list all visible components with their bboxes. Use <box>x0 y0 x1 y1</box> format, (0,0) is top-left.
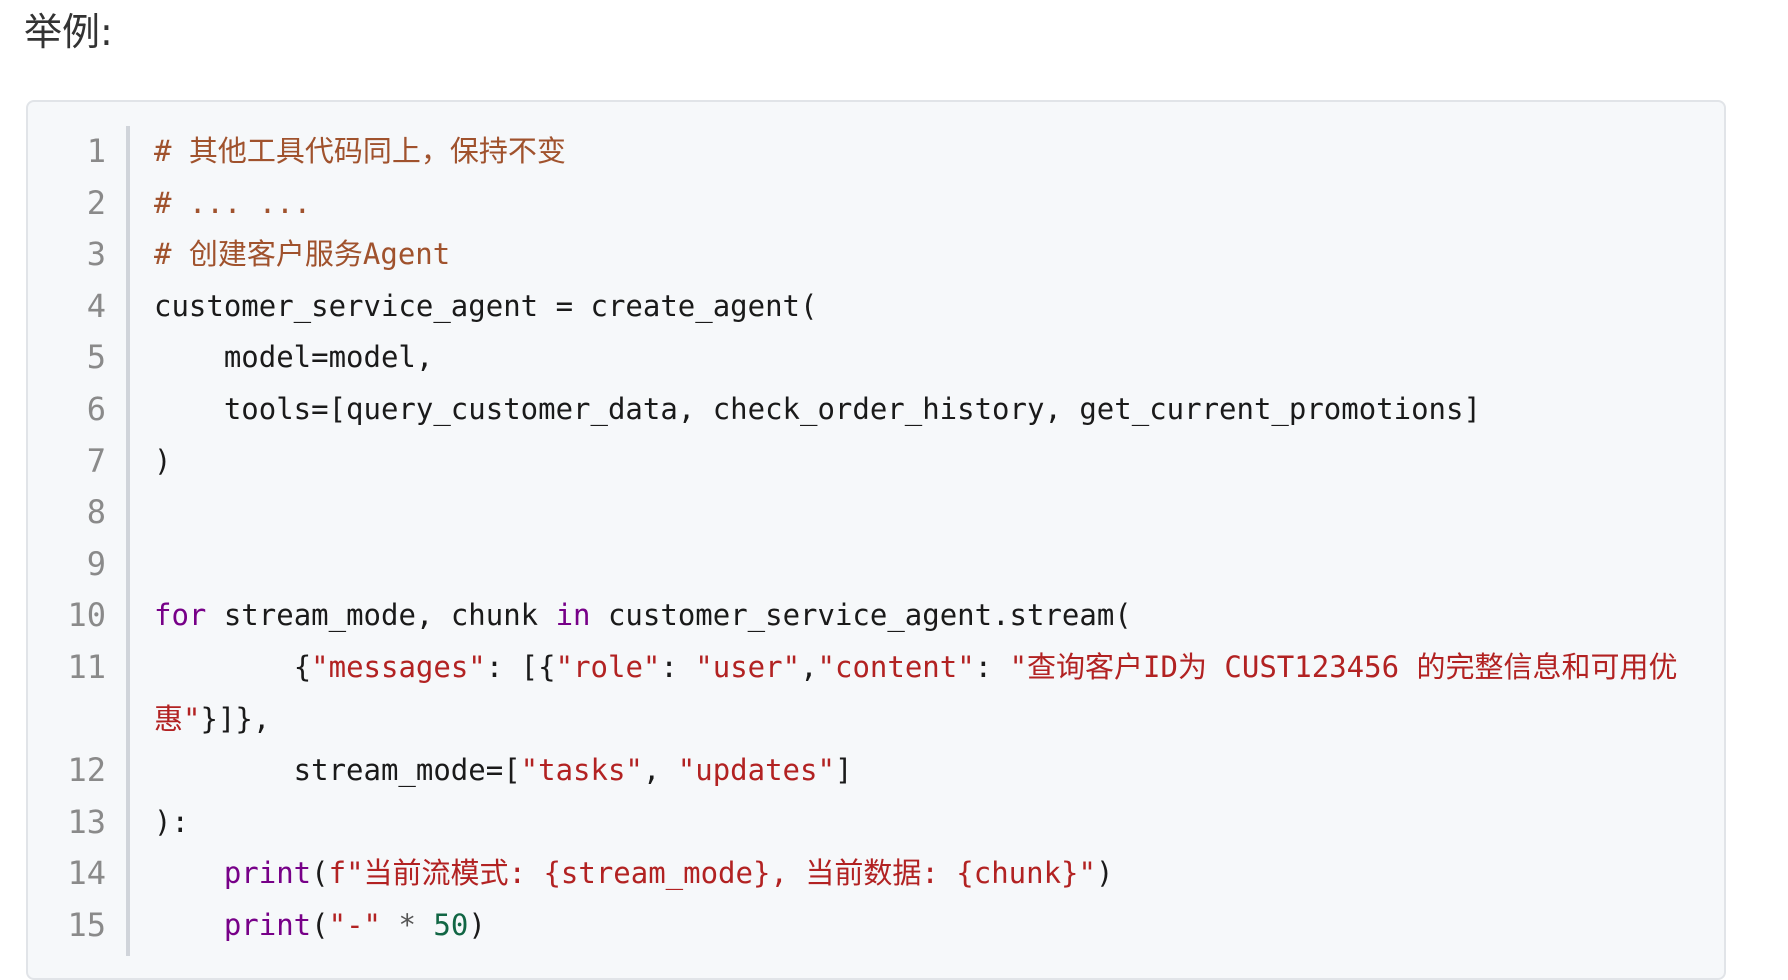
code-line: # ... ... <box>154 178 1714 230</box>
code-string: f"当前流模式: {stream_mode}, 当前数据: {chunk}" <box>328 856 1096 891</box>
line-number: 1 <box>86 132 106 170</box>
code-string: "-" <box>328 907 382 942</box>
code-line-empty <box>154 539 1714 591</box>
code-text: { <box>154 649 312 684</box>
code-line: print("-" * 50) <box>154 900 1714 952</box>
code-text: stream_mode=[ <box>154 753 521 788</box>
code-text: customer_service_agent.stream( <box>590 598 1132 633</box>
code-string: "content" <box>817 649 975 684</box>
code-text: , <box>800 649 818 684</box>
code-text: ( <box>311 856 329 891</box>
code-text: ) <box>1095 856 1114 891</box>
code-text: ( <box>311 907 329 942</box>
line-number: 7 <box>86 441 106 480</box>
code-text <box>154 856 224 890</box>
code-line: stream_mode=["tasks", "updates"] <box>154 745 1714 797</box>
code-string: "查询客户ID为 CUST123456 的完整信息和可用优惠" <box>154 649 1678 736</box>
line-number: 8 <box>86 493 106 532</box>
code-string: "user" <box>695 649 801 684</box>
line-number: 14 <box>67 854 106 893</box>
line-number: 3 <box>86 235 106 274</box>
line-number: 10 <box>67 596 106 635</box>
code-text: : [{ <box>485 649 556 684</box>
keyword-in: in <box>555 598 591 633</box>
section-heading: 举例: <box>24 10 113 54</box>
code-line: for stream_mode, chunk in customer_servi… <box>154 590 1714 642</box>
code-comment: # 其他工具代码同上，保持不变 <box>154 134 566 168</box>
builtin-print: print <box>223 856 312 891</box>
code-comment: # ... ... <box>154 185 312 220</box>
code-string: "messages" <box>311 649 486 684</box>
code-text: stream_mode, chunk <box>206 598 556 633</box>
code-string: "updates" <box>677 753 835 788</box>
code-text: , <box>642 753 678 788</box>
code-line: model=model, <box>154 340 434 375</box>
code-text: : <box>974 649 1010 684</box>
line-number: 6 <box>86 389 106 428</box>
line-number: 5 <box>86 338 106 377</box>
code-line: {"messages": [{"role": "user","content":… <box>154 642 1714 745</box>
builtin-print: print <box>223 907 312 942</box>
code-operator: * <box>381 907 434 942</box>
code-block: 1 2 3 4 5 6 7 8 9 10 11 12 13 14 15 # 其他… <box>26 100 1726 980</box>
code-text: ) <box>468 907 486 942</box>
code-text: : <box>660 649 696 684</box>
line-number: 9 <box>86 544 106 583</box>
code-content: # 其他工具代码同上，保持不变 # ... ... # 创建客户服务Agent … <box>154 126 1714 952</box>
line-number-gutter: 1 2 3 4 5 6 7 8 9 10 11 12 13 14 15 <box>28 126 130 956</box>
code-number: 50 <box>433 907 469 942</box>
code-line: tools=[query_customer_data, check_order_… <box>154 391 1481 426</box>
code-string: "role" <box>555 649 661 684</box>
line-number: 11 <box>67 647 106 686</box>
code-line: customer_service_agent = create_agent( <box>154 288 818 323</box>
code-line: ) <box>154 443 172 478</box>
line-number: 4 <box>86 286 106 325</box>
code-text <box>154 908 224 942</box>
code-string: "tasks" <box>520 753 643 788</box>
line-number: 13 <box>67 802 106 841</box>
keyword-for: for <box>154 598 207 633</box>
code-comment: # 创建客户服务Agent <box>154 237 451 272</box>
code-text: ] <box>834 753 853 788</box>
code-line: # 其他工具代码同上，保持不变 <box>154 126 1714 178</box>
code-line: print(f"当前流模式: {stream_mode}, 当前数据: {chu… <box>154 848 1714 900</box>
line-number: 2 <box>86 183 106 222</box>
line-number: 12 <box>67 751 106 790</box>
code-line-empty <box>154 487 1714 539</box>
code-line: # 创建客户服务Agent <box>154 229 1714 281</box>
line-number: 15 <box>67 905 106 944</box>
code-line: ): <box>154 804 189 839</box>
code-text: }]}, <box>200 701 271 736</box>
